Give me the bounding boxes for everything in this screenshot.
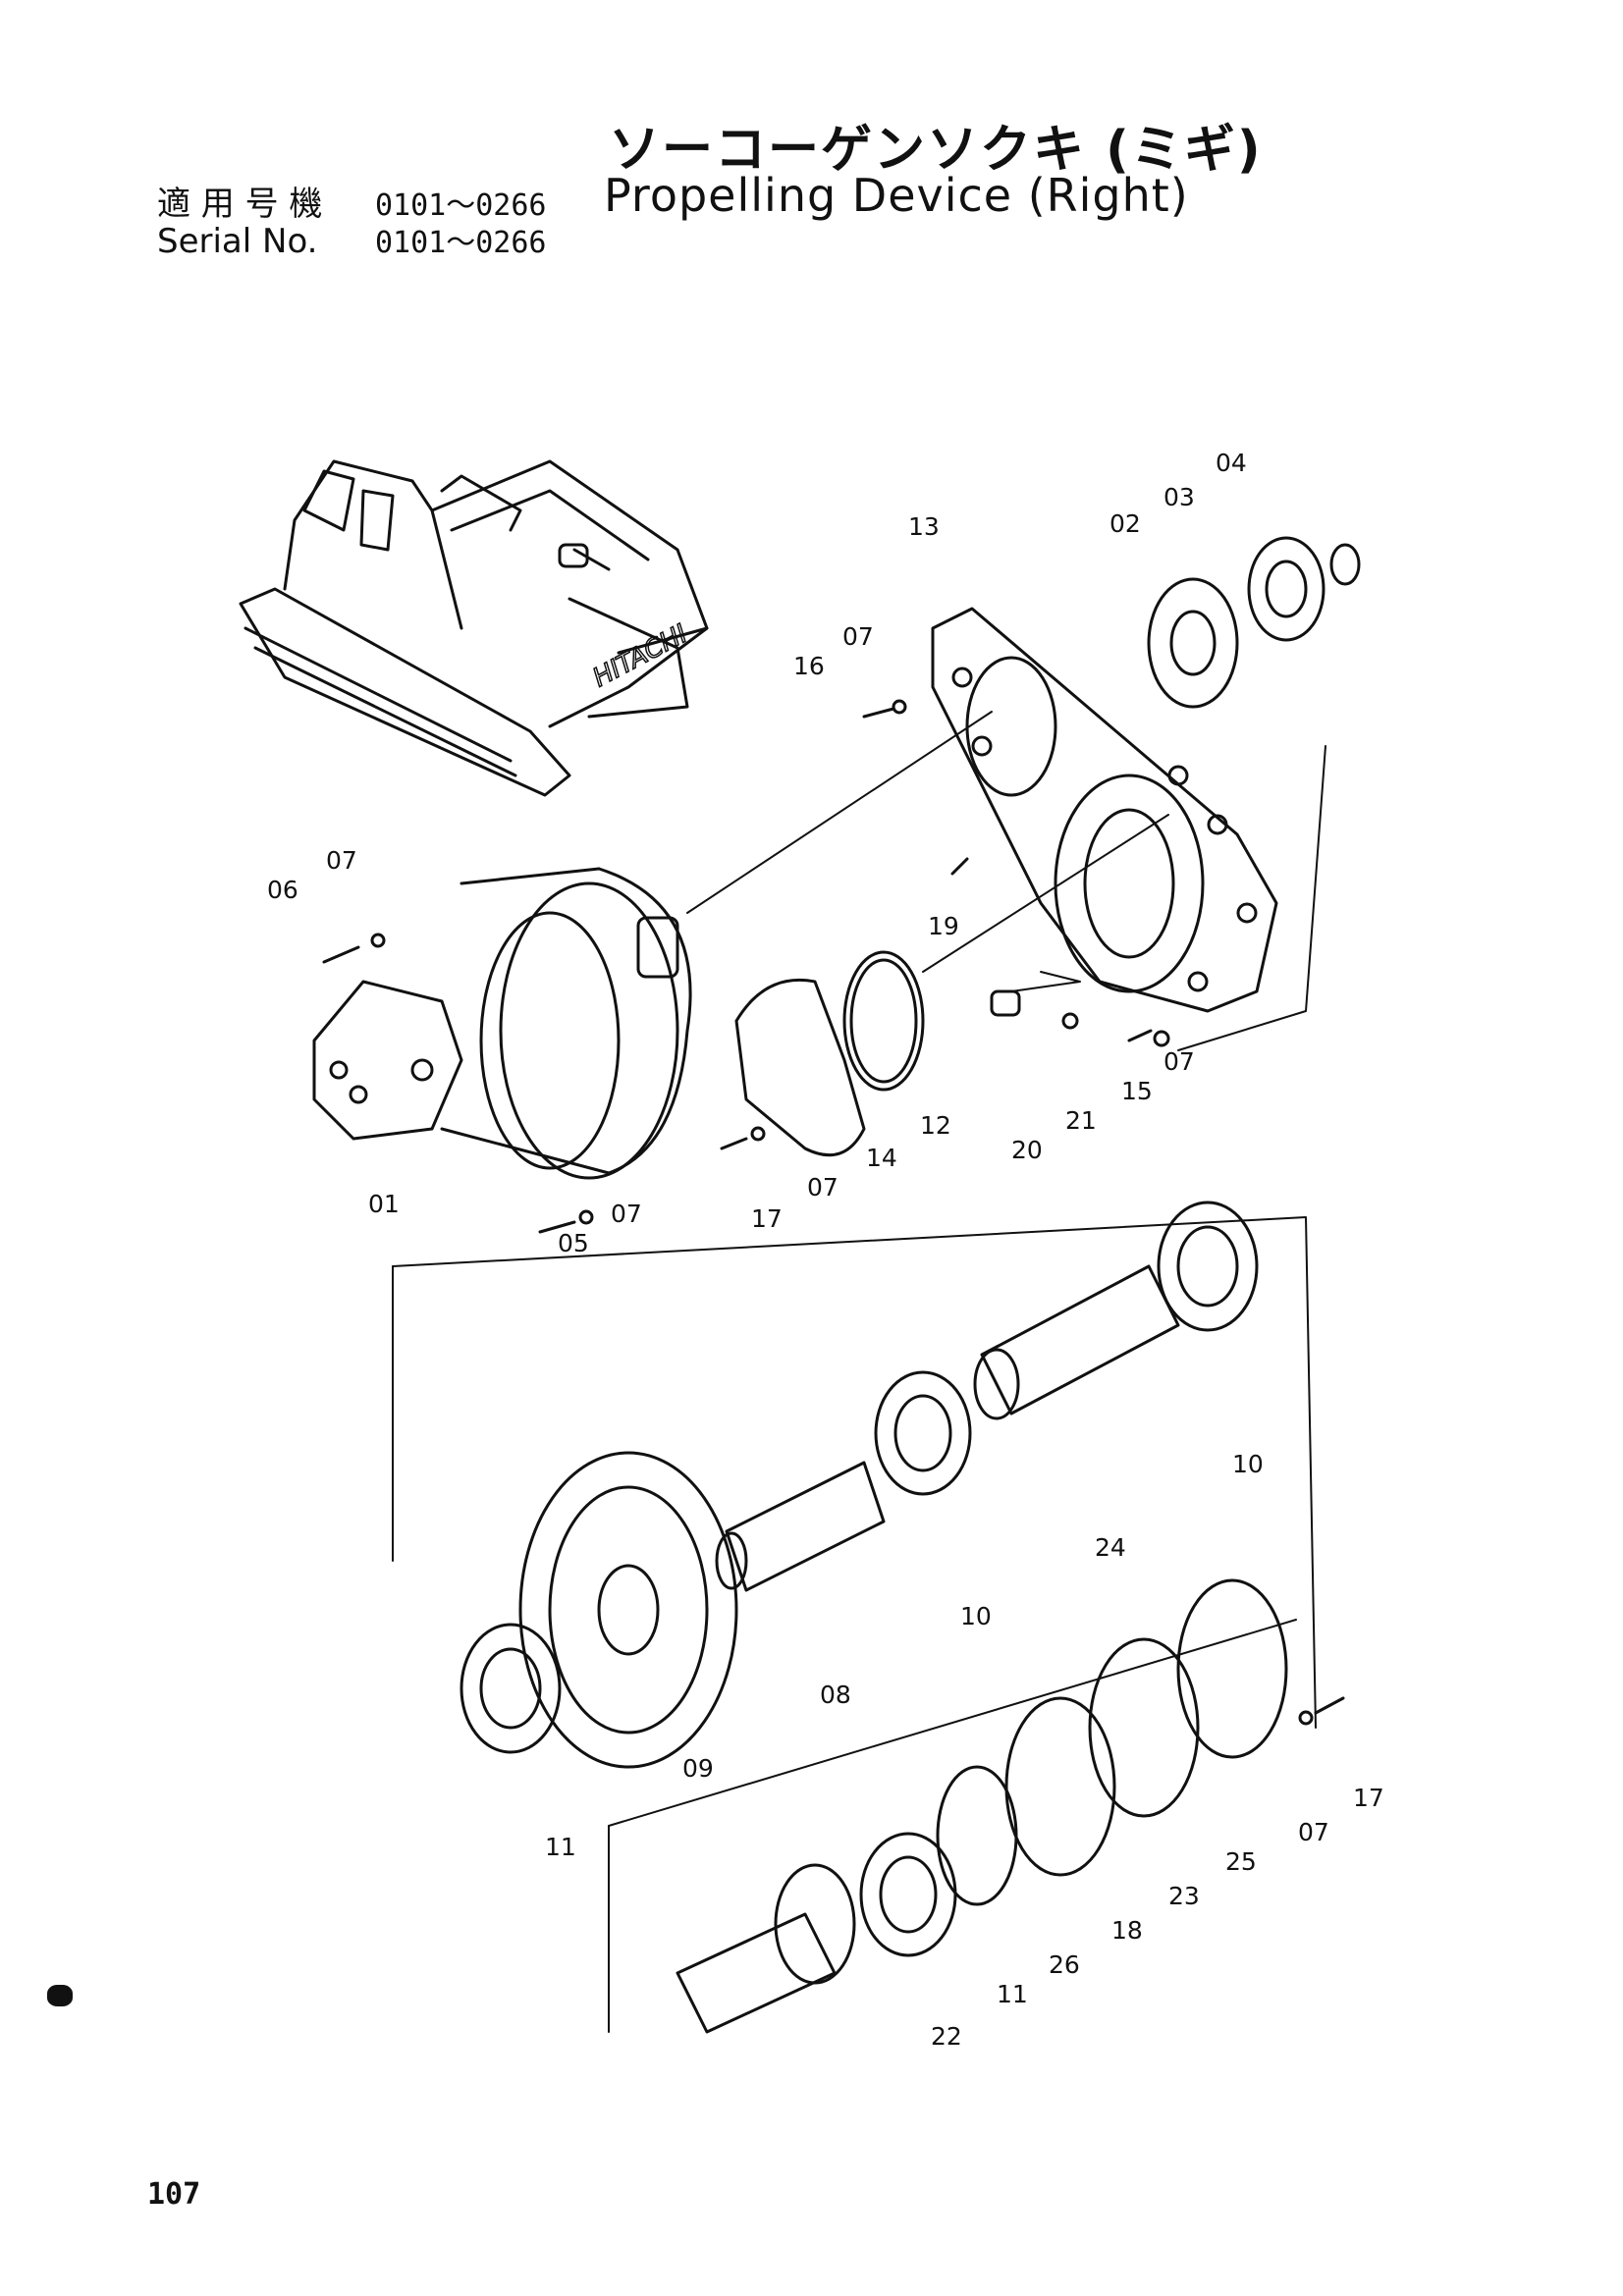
- header-row-applicable-models: 適 用 号 機 0101～0266: [157, 177, 599, 225]
- housing-plate-part-13: [931, 607, 1278, 1013]
- callout-07-left: 07: [326, 846, 357, 875]
- washer-part-07-top: [892, 699, 907, 715]
- bearing-part-10-lower: [874, 1370, 972, 1496]
- callout-12: 12: [920, 1111, 951, 1140]
- callout-10-lower: 10: [960, 1602, 992, 1630]
- applicable-models-label: 適 用 号 機: [157, 185, 323, 224]
- callout-02: 02: [1109, 509, 1141, 538]
- bearing-part-10-upper: [1157, 1201, 1259, 1332]
- shaft-part-08: [715, 1461, 886, 1592]
- callout-25: 25: [1225, 1847, 1257, 1876]
- callout-07-bottom: 07: [611, 1200, 642, 1228]
- callout-03: 03: [1163, 483, 1195, 511]
- bearing-part-11-right: [859, 1832, 957, 1957]
- callout-08: 08: [820, 1681, 851, 1709]
- bolt-part-17-upper: [720, 1137, 748, 1150]
- callout-07-lower: 07: [1298, 1818, 1329, 1846]
- pinion-shaft-part-22: [676, 1863, 856, 2034]
- callout-14: 14: [866, 1144, 897, 1172]
- washer-part-07-bottom: [578, 1209, 594, 1225]
- callout-15: 15: [1121, 1077, 1153, 1105]
- callout-13: 13: [908, 512, 940, 541]
- serial-no-range: 0101～0266: [375, 226, 547, 260]
- bolt-part-19: [950, 857, 969, 876]
- callout-11-left: 11: [545, 1833, 576, 1861]
- callout-18: 18: [1111, 1916, 1143, 1945]
- page-number: 107: [147, 2177, 201, 2212]
- callout-17-upper: 17: [751, 1204, 783, 1233]
- callout-09: 09: [682, 1754, 714, 1783]
- callout-23: 23: [1168, 1882, 1200, 1910]
- plate-part-18: [1004, 1696, 1116, 1877]
- gasket-part-23: [1088, 1637, 1200, 1818]
- callout-11-right: 11: [997, 1980, 1028, 2008]
- o-ring-part-12: [842, 950, 925, 1092]
- excavator-illustration: [239, 459, 709, 797]
- bolt-part-06: [322, 945, 360, 964]
- callout-20: 20: [1011, 1136, 1043, 1164]
- bolt-part-17-lower: [1314, 1696, 1345, 1715]
- callout-07-cover: 07: [807, 1173, 839, 1201]
- washer-part-07-cover: [750, 1126, 766, 1142]
- bearing-part-11-left: [460, 1623, 562, 1754]
- ink-blot: [47, 1985, 73, 2006]
- plug-part-21: [1061, 1012, 1079, 1030]
- callout-22: 22: [931, 2022, 962, 2051]
- callout-01: 01: [368, 1190, 400, 1218]
- gear-part-09: [518, 1451, 738, 1769]
- washer-part-07-lower: [1298, 1710, 1314, 1726]
- cover-part-25: [1176, 1578, 1288, 1759]
- gear-part-02: [1147, 577, 1239, 709]
- o-ring-part-26: [936, 1765, 1018, 1906]
- callout-19: 19: [928, 912, 959, 940]
- callout-05: 05: [558, 1229, 589, 1257]
- sleeve-part-24: [973, 1264, 1180, 1420]
- callout-10-upper: 10: [1232, 1450, 1264, 1478]
- callout-17-lower: 17: [1353, 1784, 1384, 1812]
- bolt-part-15: [1127, 1029, 1153, 1042]
- applicable-serial-range: 0101～0266: [375, 188, 547, 223]
- callout-16: 16: [793, 652, 825, 680]
- bolt-part-05: [538, 1220, 576, 1234]
- snap-ring-part-04: [1329, 543, 1361, 586]
- leader-lines: [392, 711, 1326, 2033]
- serial-no-label: Serial No.: [157, 222, 318, 261]
- title-japanese: ソーコーゲンソクキ (ミギ): [609, 121, 1263, 180]
- plug-part-20: [990, 989, 1021, 1017]
- washer-part-07-right: [1153, 1030, 1170, 1047]
- callout-04: 04: [1216, 449, 1247, 477]
- callout-24: 24: [1095, 1533, 1126, 1562]
- callout-26: 26: [1049, 1950, 1080, 1979]
- callout-labels: 04 03 02 13 07 16 07 06 19 07 15 21 20 1…: [267, 449, 1384, 2051]
- bearing-part-03: [1247, 536, 1325, 642]
- callout-07-right: 07: [1163, 1047, 1195, 1076]
- cover-part-14: [734, 978, 866, 1157]
- washer-part-07-left: [370, 933, 386, 948]
- callout-06: 06: [267, 876, 298, 904]
- callout-07-top: 07: [842, 622, 874, 651]
- bolt-part-16: [862, 707, 895, 719]
- header-row-serial-no: Serial No. 0101～0266: [157, 218, 599, 261]
- callout-21: 21: [1065, 1106, 1097, 1135]
- travel-motor-part-01: [312, 867, 692, 1180]
- title-english: Propelling Device (Right): [604, 169, 1189, 222]
